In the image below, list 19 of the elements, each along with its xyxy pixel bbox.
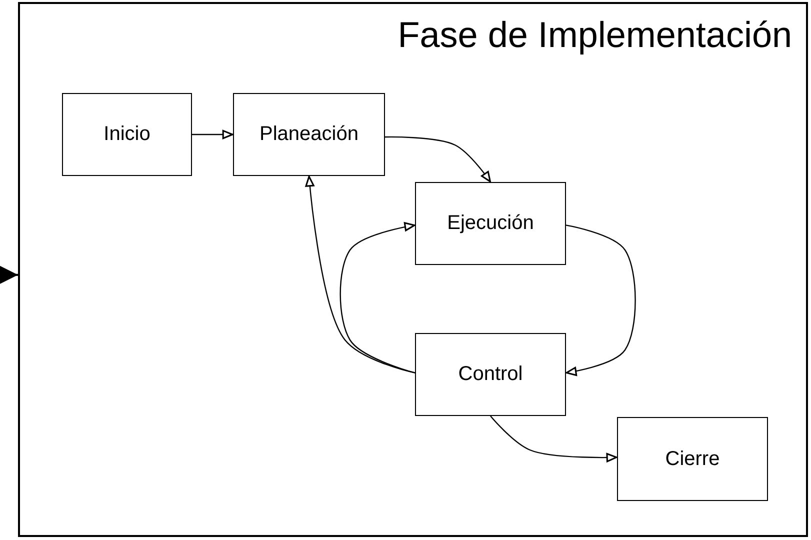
process-box [617, 417, 768, 501]
box-label: Control [458, 363, 523, 386]
box-label: Cierre [665, 448, 720, 470]
process-box [233, 93, 385, 176]
frame-heading: Fase de Implementación [398, 14, 792, 56]
arrow [192, 130, 234, 140]
box-label: Inicio [104, 123, 150, 146]
box-label: Planeación [260, 123, 358, 146]
arrow [305, 176, 416, 374]
process-box [415, 333, 566, 416]
arrow [0, 266, 18, 284]
arrow [490, 416, 618, 462]
arrow [340, 222, 416, 374]
arrow [566, 224, 636, 376]
box-label: Ejecución [447, 212, 534, 235]
phase-frame [18, 2, 808, 537]
process-box [62, 93, 192, 176]
process-box [415, 182, 566, 265]
arrow [385, 136, 491, 182]
